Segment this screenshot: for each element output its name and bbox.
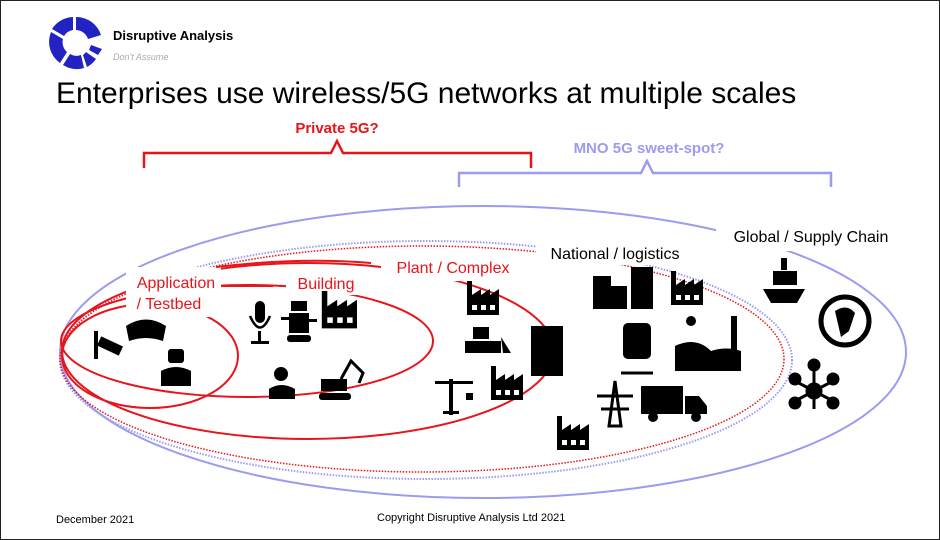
- crane-icon: [435, 379, 473, 415]
- factory-icon-national: [671, 271, 703, 305]
- network-hub-icon: [788, 358, 840, 410]
- building-label: Building: [298, 276, 355, 293]
- footer-copyright: Copyright Disruptive Analysis Ltd 2021: [377, 512, 566, 524]
- robot-icon: [281, 301, 317, 342]
- national-blue-dotted-ellipse: [59, 240, 793, 480]
- private-5g-bracket: [142, 138, 533, 168]
- national-logistics-label: National / logistics: [551, 246, 680, 263]
- bulldozer-icon: [465, 327, 511, 353]
- welder-icon: [161, 349, 191, 386]
- factory-icon: [467, 281, 499, 315]
- brand-name: Disruptive Analysis: [113, 28, 234, 43]
- train-icon: [621, 323, 653, 375]
- factory-icon-bottom: [557, 416, 589, 450]
- engineer-icon: [269, 367, 295, 399]
- global-supply-chain-label: Global / Supply Chain: [734, 229, 889, 246]
- testbed-label: / Testbed: [137, 296, 202, 313]
- city-buildings-icon: [593, 267, 653, 309]
- mno-5g-label: MNO 5G sweet-spot?: [574, 140, 725, 157]
- excavator-icon: [319, 358, 365, 400]
- national-scale-ellipse: [59, 245, 785, 473]
- cargo-ship-icon: [763, 258, 805, 303]
- truck-icon: [641, 386, 707, 422]
- cctv-camera-icon: [94, 331, 123, 359]
- disruptive-analysis-logo-icon: [49, 16, 102, 70]
- application-scale-ellipse: [61, 303, 239, 409]
- mno-5g-bracket: [457, 158, 833, 187]
- factory-icon-small: [491, 366, 523, 400]
- landscape-icon: [675, 316, 741, 371]
- globe-icon: [818, 294, 872, 348]
- vr-headset-icon: [126, 319, 166, 341]
- application-label: Application: [137, 275, 215, 292]
- private-5g-label: Private 5G?: [295, 120, 378, 137]
- power-pylon-icon: [597, 380, 633, 428]
- brand-tagline: Don't Assume: [113, 52, 169, 62]
- plant-complex-label: Plant / Complex: [397, 260, 510, 277]
- microphone-icon: [248, 301, 272, 344]
- building-scale-ellipse: [60, 284, 434, 398]
- slide-title: Enterprises use wireless/5G networks at …: [56, 77, 797, 110]
- large-factory-icon: [321, 291, 357, 329]
- office-building-icon: [531, 326, 563, 376]
- footer-date: December 2021: [56, 514, 135, 526]
